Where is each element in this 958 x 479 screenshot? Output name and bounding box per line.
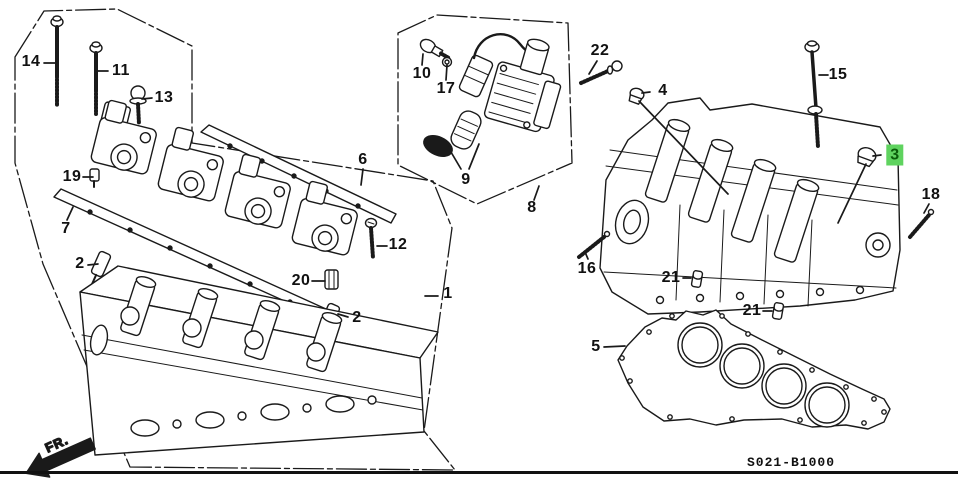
leader-callout-3 [837,163,867,224]
bolt-13-drawing [129,85,147,126]
leader-callout-2-b [337,313,349,318]
part-callout-18[interactable]: 18 [921,186,941,203]
bushing-20-drawing [324,269,339,290]
part-callout-5[interactable]: 5 [591,338,601,355]
part-callout-20[interactable]: 20 [291,272,311,289]
leader-callout-9 [447,146,462,170]
leader-callout-8 [533,185,540,201]
cylinder-head-front-drawing [79,265,439,456]
part-callout-14[interactable]: 14 [21,53,41,70]
part-callout-17[interactable]: 17 [436,80,456,97]
leader-callout-3 [872,154,882,157]
rocker-arm-assembly-drawing [90,99,358,256]
part-callout-6[interactable]: 6 [358,151,368,168]
bolt-4-drawing [628,87,645,105]
leader-callout-17 [445,64,448,81]
screw-12-drawing [364,217,378,260]
callout-leader-lines [43,53,930,348]
cylinder-head-rear-drawing [599,97,901,315]
leader-callout-6 [360,168,364,186]
leader-callout-16 [584,251,589,260]
part-callout-11[interactable]: 11 [112,62,130,79]
leader-callout-22 [588,60,598,75]
group-boundary-cylinder-head-front [14,8,456,471]
part-callout-12[interactable]: 12 [388,236,408,253]
part-callout-1[interactable]: 1 [443,285,453,302]
group-boundary-solenoid-assembly [397,14,573,205]
part-callout-4[interactable]: 4 [658,82,668,99]
part-callout-21-b[interactable]: 21 [742,302,762,319]
diagram-code: S021-B1000 [747,455,836,470]
leader-callout-10 [421,53,424,66]
leader-callout-5 [603,345,626,348]
leader-callout-13 [141,97,153,100]
leader-callout-9 [468,143,480,170]
leader-callout-18 [923,203,930,214]
bolt-11-drawing [89,41,103,116]
part-callout-16[interactable]: 16 [577,260,597,277]
bolt-15-drawing [804,40,823,149]
part-callout-19[interactable]: 19 [62,168,82,185]
leader-callout-7 [66,206,74,221]
bolt-14-drawing [50,15,64,108]
bolt-3-drawing [857,147,877,168]
leader-callout-4 [641,91,651,94]
lash-screw-19-drawing [89,168,100,188]
part-callout-22[interactable]: 22 [590,42,610,59]
part-callout-21-a[interactable]: 21 [661,269,681,286]
part-callout-15[interactable]: 15 [828,66,848,83]
leader-callout-2-a [87,263,99,266]
dowel-pin-21b-drawing [771,302,785,320]
part-callout-9[interactable]: 9 [461,171,471,188]
part-callout-8[interactable]: 8 [527,199,537,216]
leader-callout-4 [638,100,729,195]
footer-divider [0,471,958,474]
stud-18-drawing [908,208,935,239]
bolt-22-drawing [579,60,623,85]
vtec-solenoid-assembly-drawing [419,33,562,157]
dowel-pin-21a-drawing [690,270,704,288]
part-callout-3[interactable]: 3 [886,144,904,166]
part-callout-2-b[interactable]: 2 [352,309,362,326]
stud-16-drawing [577,230,611,259]
part-callout-13[interactable]: 13 [154,89,174,106]
head-gasket-drawing [617,309,891,430]
part-callout-10[interactable]: 10 [412,65,432,82]
part-callout-7[interactable]: 7 [61,220,71,237]
part-callout-2-a[interactable]: 2 [75,255,85,272]
